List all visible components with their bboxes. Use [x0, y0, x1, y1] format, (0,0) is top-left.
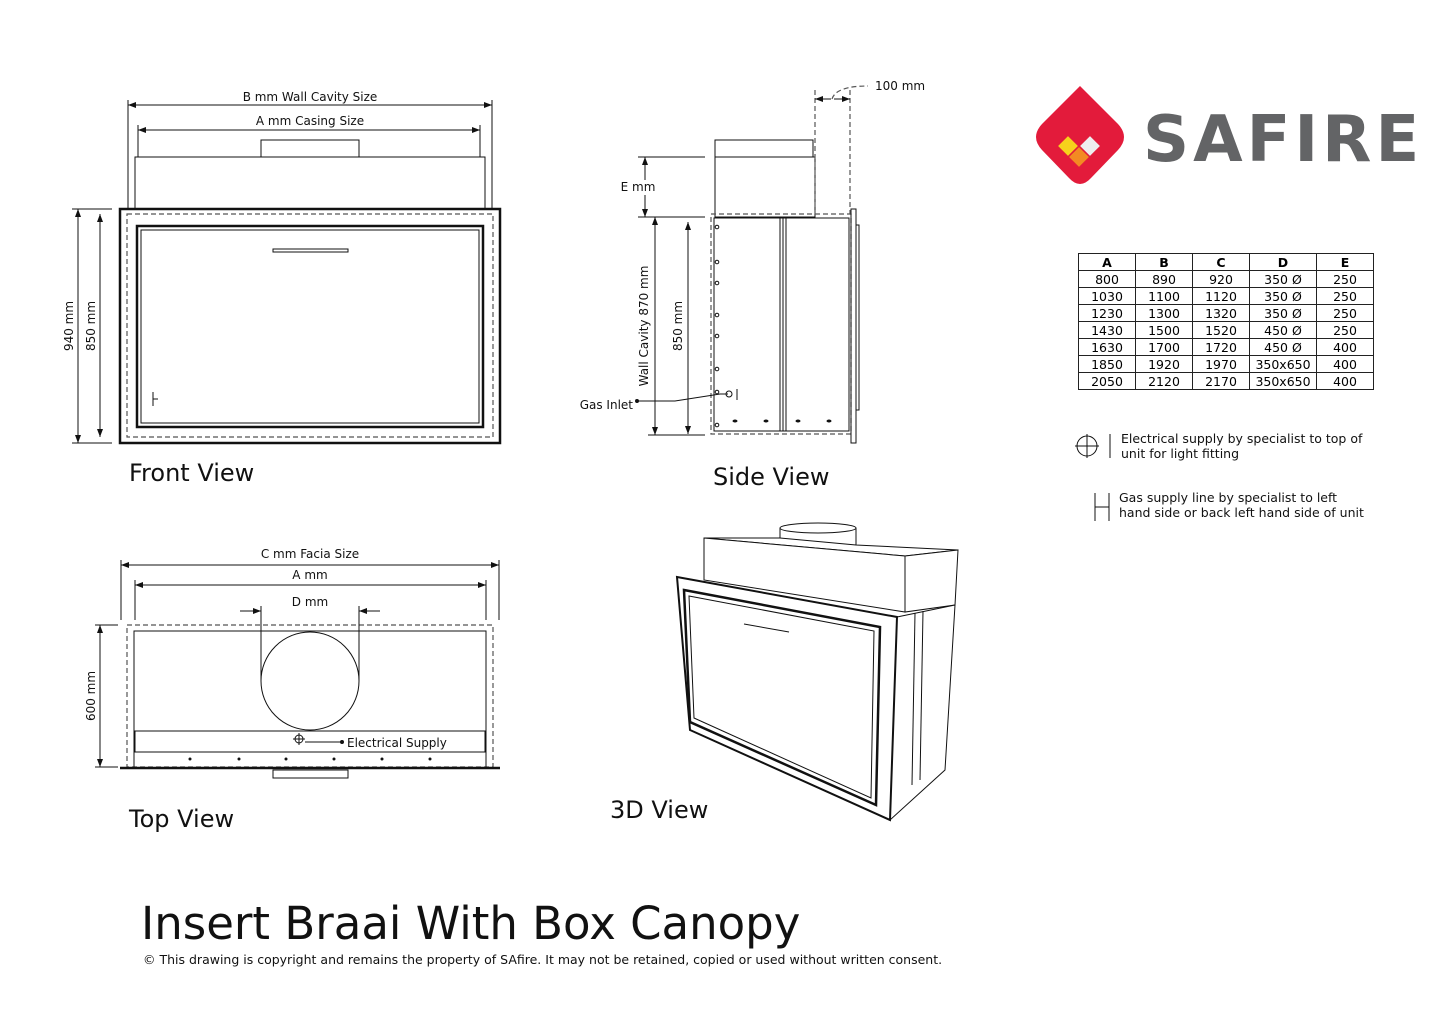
table-cell: 1430 [1078, 321, 1136, 339]
table-cell: 1300 [1135, 304, 1193, 322]
table-cell: 400 [1316, 372, 1374, 390]
header-d: D [1249, 253, 1317, 271]
legend-line: Electrical supply by specialist to top o… [1121, 431, 1363, 446]
table-cell: 250 [1316, 270, 1374, 288]
table-cell: 350 Ø [1249, 270, 1317, 288]
table-cell: 350 Ø [1249, 287, 1317, 305]
gas-inlet-icon [725, 390, 733, 398]
wall-cavity-dimension: Wall Cavity 870 mm [637, 266, 651, 387]
header-c: C [1192, 253, 1250, 271]
header-e: E [1316, 253, 1374, 271]
electrical-supply-label: Electrical Supply [347, 736, 447, 750]
table-cell: 1120 [1192, 287, 1250, 305]
table-cell: 1720 [1192, 338, 1250, 356]
a-dimension: A mm [292, 568, 327, 582]
table-cell: 2170 [1192, 372, 1250, 390]
top-offset-dimension: 100 mm [875, 79, 925, 93]
table-cell: 250 [1316, 287, 1374, 305]
gas-inlet-label: Gas Inlet [580, 398, 634, 412]
gas-legend-text: Gas supply line by specialist to left ha… [1119, 490, 1364, 520]
legend-line: Gas supply line by specialist to left [1119, 490, 1338, 505]
height-850: 850 mm [84, 301, 98, 351]
table-cell: 2120 [1135, 372, 1193, 390]
brand-name: SAFIRE [1143, 103, 1424, 177]
legend-line: unit for light fitting [1121, 446, 1240, 461]
depth-600: 600 mm [84, 671, 98, 721]
front-view-label: Front View [129, 459, 254, 487]
table-cell: 800 [1078, 270, 1136, 288]
e-dimension: E mm [621, 180, 656, 194]
header-a: A [1078, 253, 1136, 271]
table-cell: 1970 [1192, 355, 1250, 373]
front-view: B mm Wall Cavity Size A mm Casing Size 9… [62, 90, 502, 487]
top-view-label: Top View [128, 805, 234, 833]
table-cell: 350x650 [1249, 355, 1317, 373]
b-dimension: B mm Wall Cavity Size [243, 90, 378, 104]
table-cell: 400 [1316, 355, 1374, 373]
table-cell: 1030 [1078, 287, 1136, 305]
legend-line: hand side or back left hand side of unit [1119, 505, 1364, 520]
table-cell: 1850 [1078, 355, 1136, 373]
table-cell: 1700 [1135, 338, 1193, 356]
electrical-legend-text: Electrical supply by specialist to top o… [1121, 431, 1362, 461]
table-cell: 890 [1135, 270, 1193, 288]
drawing-title: Insert Braai With Box Canopy [141, 897, 801, 950]
gas-inlet-icon [152, 392, 158, 406]
top-view: Electrical Supply C mm Facia Size A mm D… [84, 547, 500, 833]
3d-view-label: 3D View [610, 796, 708, 824]
table-cell: 920 [1192, 270, 1250, 288]
gas-supply-legend-icon [1094, 493, 1110, 521]
safire-logo-icon [1036, 86, 1124, 184]
table-cell: 1100 [1135, 287, 1193, 305]
table-cell: 450 Ø [1249, 321, 1317, 339]
table-cell: 1320 [1192, 304, 1250, 322]
side-view-label: Side View [713, 463, 829, 491]
table-cell: 400 [1316, 338, 1374, 356]
height-850: 850 mm [671, 301, 685, 351]
c-dimension: C mm Facia Size [261, 547, 359, 561]
table-cell: 350x650 [1249, 372, 1317, 390]
table-cell: 250 [1316, 304, 1374, 322]
table-cell: 350 Ø [1249, 304, 1317, 322]
a-dimension: A mm Casing Size [256, 114, 364, 128]
table-cell: 450 Ø [1249, 338, 1317, 356]
table-cell: 2050 [1078, 372, 1136, 390]
table-cell: 1500 [1135, 321, 1193, 339]
table-cell: 1520 [1192, 321, 1250, 339]
table-cell: 1920 [1135, 355, 1193, 373]
3d-view: 3D View [610, 522, 959, 824]
table-cell: 1630 [1078, 338, 1136, 356]
table-cell: 250 [1316, 321, 1374, 339]
table-header-row: A B C D E [1078, 253, 1374, 271]
d-dimension: D mm [292, 595, 328, 609]
height-940: 940 mm [62, 301, 76, 351]
table-cell: 1230 [1078, 304, 1136, 322]
flue-circle [260, 631, 360, 731]
side-view: 100 mm E mm Wall Cavity 870 mm 850 mm Ga… [580, 79, 925, 491]
electrical-supply-legend-icon [1075, 434, 1111, 458]
door-handle [272, 248, 349, 253]
header-b: B [1135, 253, 1193, 271]
copyright-notice: © This drawing is copyright and remains … [143, 952, 943, 967]
